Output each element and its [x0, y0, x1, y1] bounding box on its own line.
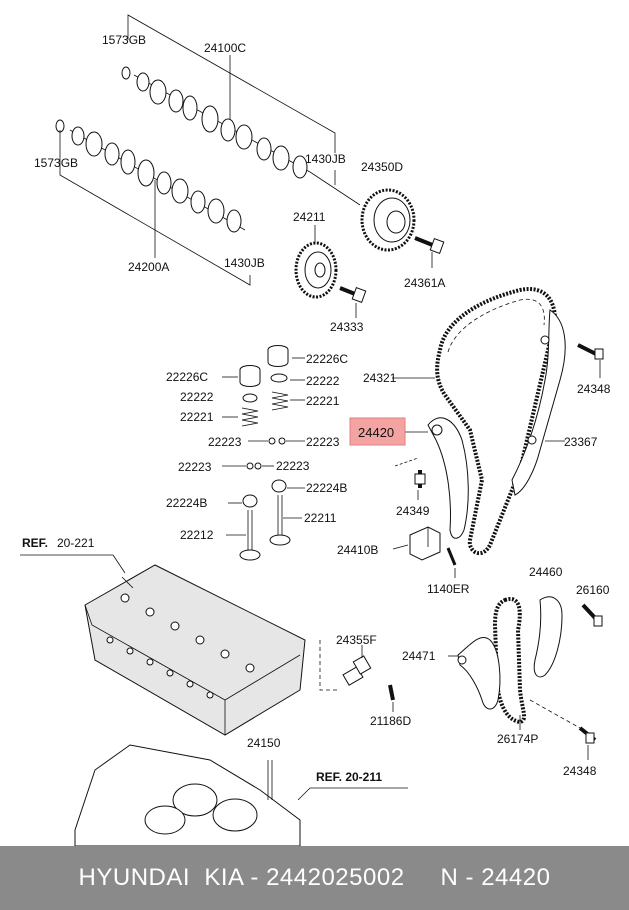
- label-24361A: 24361A: [404, 276, 445, 290]
- label-24333: 24333: [330, 320, 364, 334]
- ocv-24355F: [319, 640, 395, 712]
- label-24150: 24150: [247, 736, 281, 750]
- guide-24471: [457, 637, 501, 710]
- label-22221-left: 22221: [180, 410, 214, 424]
- footer-bar: HYUNDAI KIA - 2442025002 N - 24420: [0, 846, 629, 910]
- label-22222-right: 22222: [306, 374, 340, 388]
- label-24348-top: 24348: [577, 382, 611, 396]
- label-1430JB-top: 1430JB: [305, 152, 346, 166]
- label-1430JB-bot: 1430JB: [224, 256, 265, 270]
- label-24410B: 24410B: [337, 543, 378, 557]
- label-22224B-left: 22224B: [166, 496, 207, 510]
- timing-chain-24321: [435, 287, 558, 556]
- cam-sprocket-24350D: [360, 188, 416, 252]
- label-1573GB-bot: 1573GB: [34, 156, 78, 170]
- tensioner-arm-24420: [427, 417, 469, 539]
- camshaft-exhaust: [55, 119, 246, 233]
- label-22224B-right: 22224B: [306, 481, 347, 495]
- label-24460: 24460: [529, 565, 563, 579]
- highlight-box: [349, 417, 406, 446]
- chain-guide-23367: [511, 309, 566, 496]
- label-ref-20-221: 20-221: [57, 536, 95, 550]
- footer-ref-number: N - 24420: [440, 864, 551, 891]
- label-22222-left: 22222: [180, 390, 214, 404]
- label-ref-20-211: REF. 20-211: [316, 770, 382, 784]
- label-22223-c: 22223: [178, 460, 212, 474]
- label-21186D: 21186D: [370, 714, 411, 728]
- label-22223-b: 22223: [306, 435, 340, 449]
- label-24348-bot: 24348: [563, 764, 597, 778]
- bolt-24348-bot: [529, 699, 597, 760]
- tensioner-24410B: [409, 526, 457, 578]
- cam-sprocket-24211: [294, 225, 338, 299]
- label-24321: 24321: [363, 371, 397, 385]
- label-1573GB-top: 1573GB: [102, 33, 146, 47]
- valve-train: [239, 345, 291, 561]
- label-1140ER: 1140ER: [427, 582, 470, 596]
- label-24211: 24211: [293, 210, 326, 224]
- label-ref-20-221-prefix: REF.: [22, 536, 48, 550]
- label-24420: 24420: [358, 425, 394, 440]
- label-22212: 22212: [180, 528, 214, 542]
- label-22211: 22211: [304, 511, 337, 525]
- oil-pump-chain-26174P: [492, 597, 527, 725]
- label-24355F: 24355F: [336, 633, 377, 647]
- cylinder-head: [20, 554, 306, 736]
- label-22221-right: 22221: [306, 394, 340, 408]
- label-22226C-right: 22226C: [306, 352, 348, 366]
- label-23367: 23367: [564, 435, 598, 449]
- footer-part-number: HYUNDAI KIA - 2442025002: [78, 864, 405, 891]
- parts-diagram: 1573GB 24100C 1430JB 24350D 1573GB 24200…: [20, 14, 611, 846]
- label-24349: 24349: [396, 504, 430, 518]
- cylinder-block: [74, 744, 408, 846]
- bolt-24348-top: [577, 343, 604, 378]
- bolt-24333: [339, 286, 367, 318]
- label-24100C: 24100C: [204, 41, 246, 55]
- tensioner-24460: [533, 596, 563, 678]
- label-22223-d: 22223: [276, 459, 310, 473]
- label-26160: 26160: [576, 583, 610, 597]
- bolt-24349: [394, 457, 426, 500]
- label-26174P: 26174P: [497, 732, 538, 746]
- camshaft-intake: [121, 66, 311, 179]
- leader-lines: [222, 357, 565, 657]
- label-22226C-left: 22226C: [166, 370, 208, 384]
- label-22223-a: 22223: [208, 435, 242, 449]
- label-24471: 24471: [402, 649, 436, 663]
- label-24200A: 24200A: [128, 260, 169, 274]
- label-24350D: 24350D: [361, 160, 403, 174]
- bolt-26160: [581, 603, 603, 627]
- bolt-24361A: [414, 236, 445, 268]
